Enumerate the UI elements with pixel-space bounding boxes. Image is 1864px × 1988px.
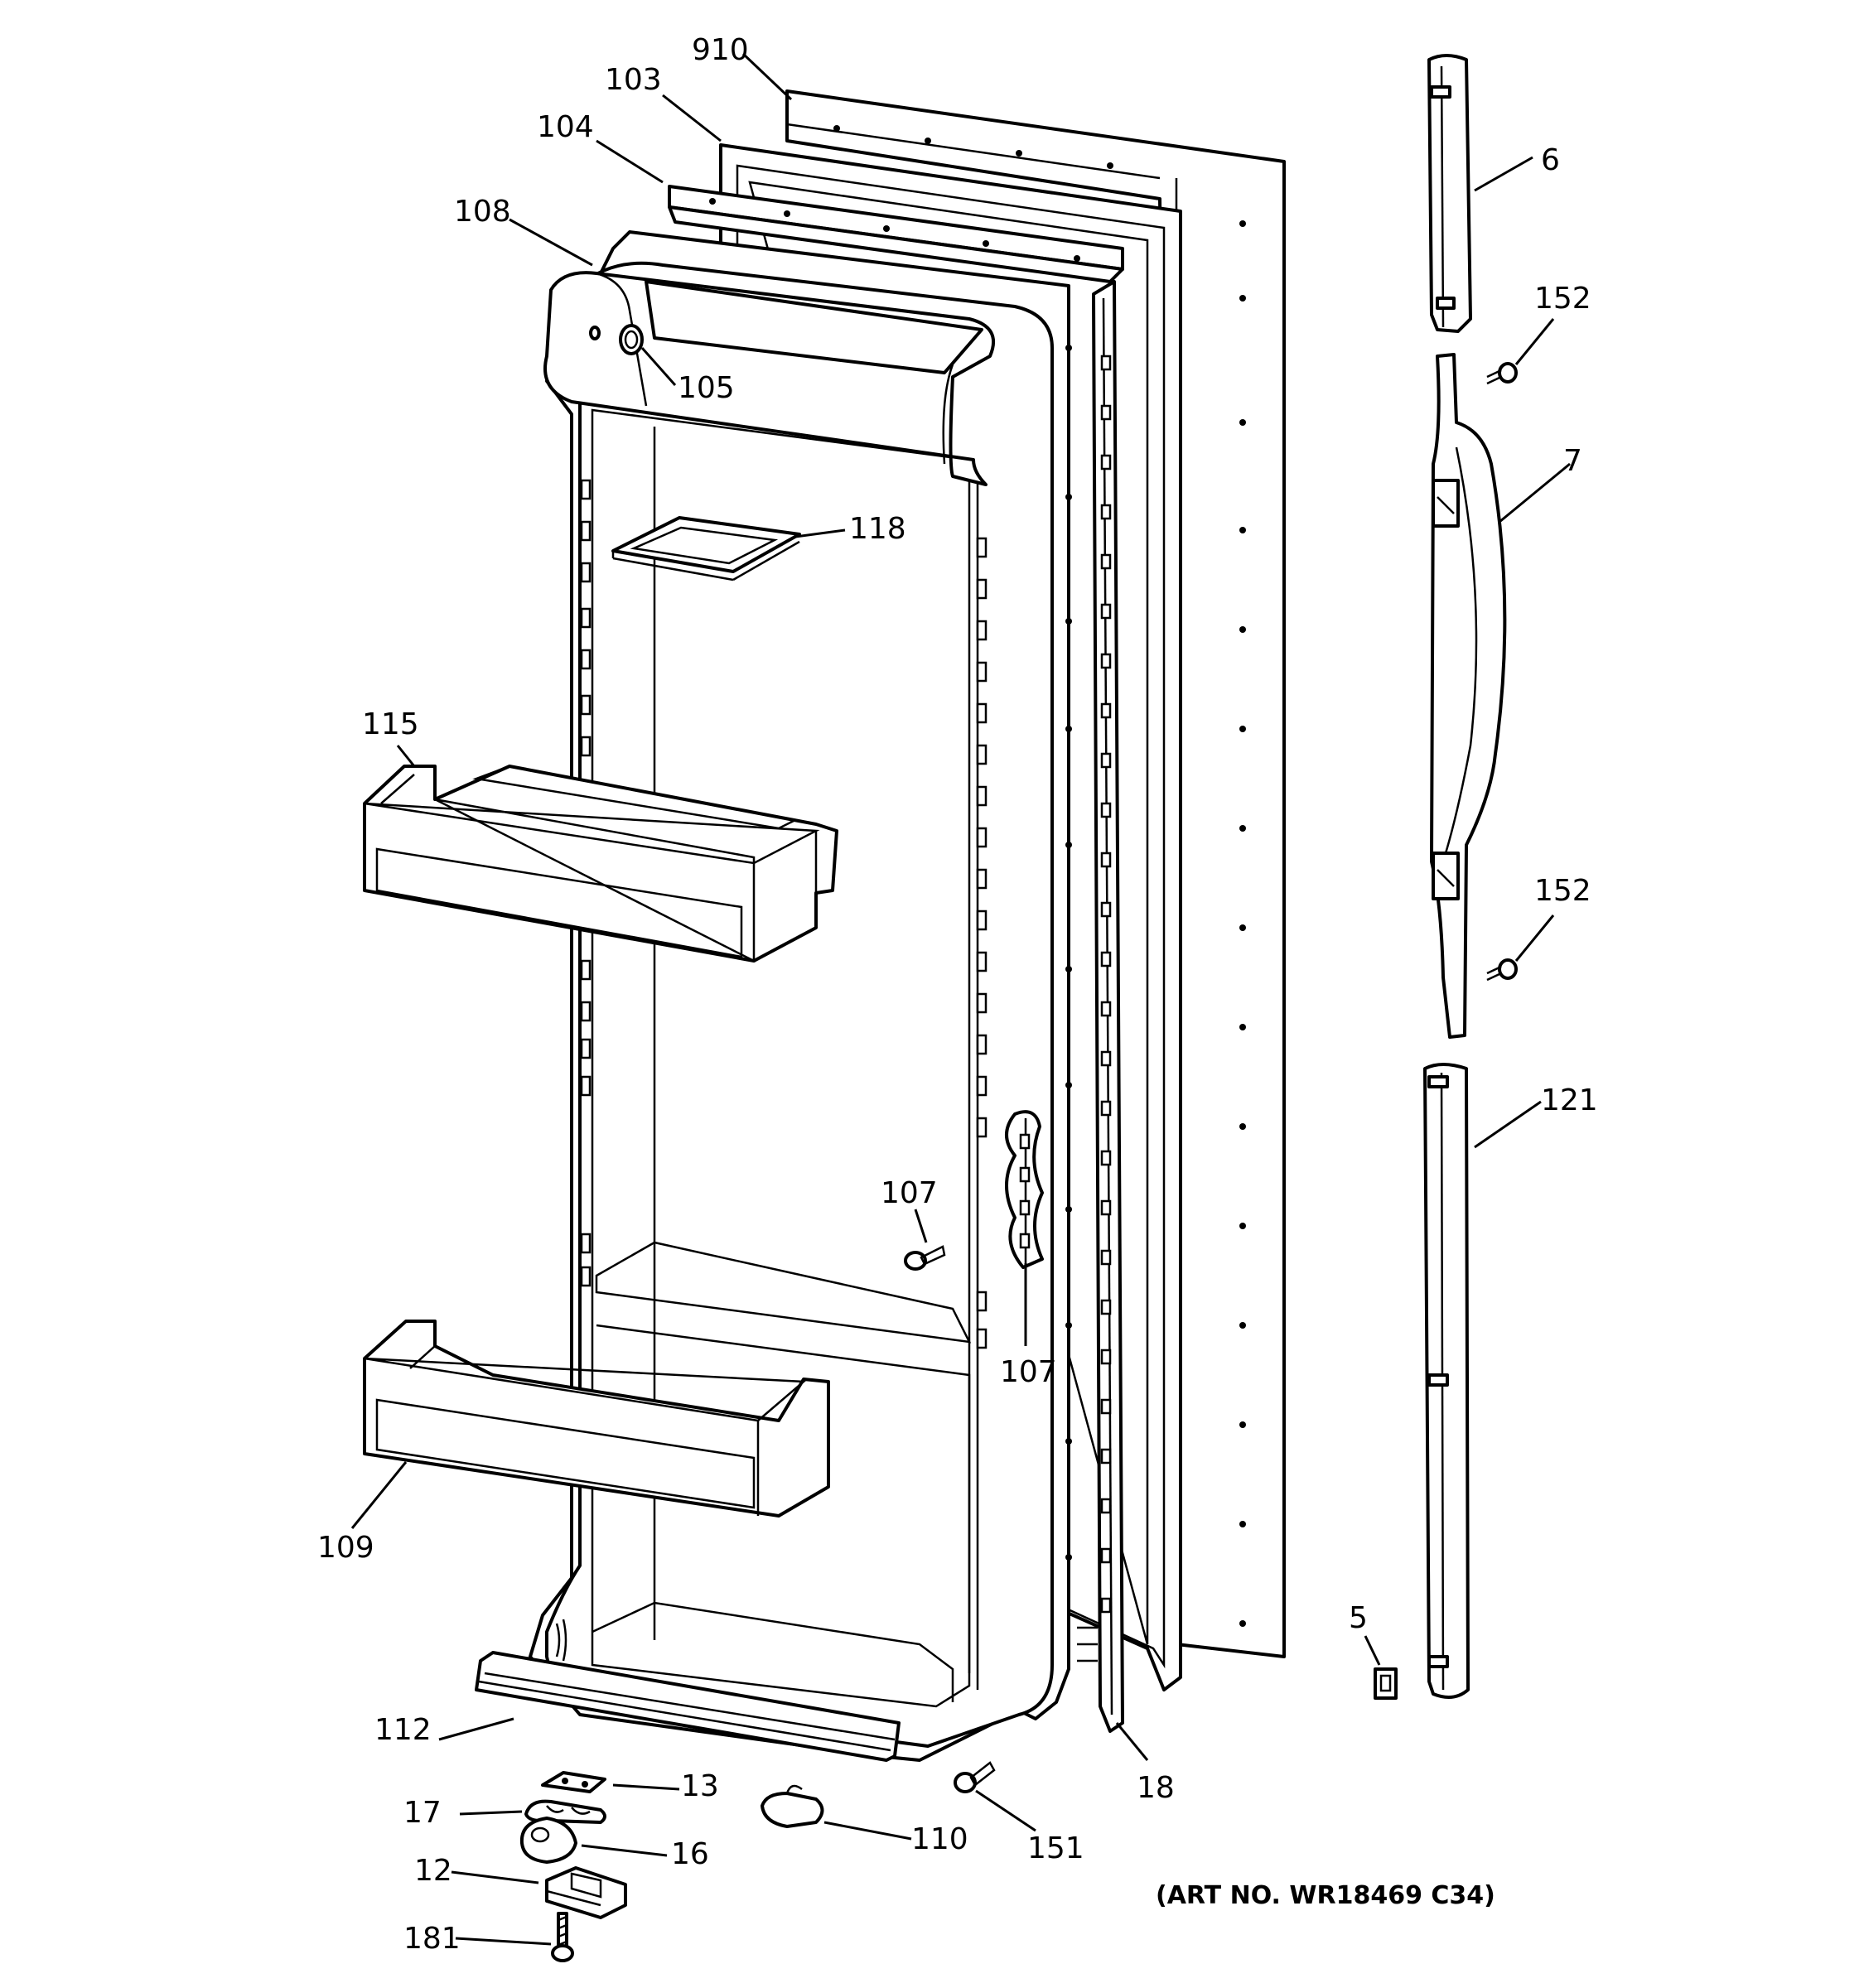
callout-17: 17 (403, 1796, 442, 1830)
screw-107 (904, 1245, 946, 1271)
bottom-trim-112 (475, 1651, 901, 1762)
callout-110: 110 (911, 1822, 968, 1856)
callout-109: 109 (317, 1531, 374, 1565)
lower-door-bin (363, 1320, 830, 1518)
callout-151: 151 (1027, 1831, 1084, 1865)
hinge-bracket-12 (545, 1866, 627, 1919)
screw-151 (954, 1761, 996, 1793)
hinge-strip-18 (1077, 280, 1124, 1733)
art-number: (ART NO. WR18469 C34) (1156, 1881, 1495, 1910)
callout-121: 121 (1541, 1083, 1598, 1117)
small-clip-5 (1374, 1667, 1398, 1700)
door-stop-110 (761, 1784, 824, 1828)
hinge-bushing-16 (519, 1817, 577, 1864)
callout-18: 18 (1137, 1771, 1175, 1805)
callout-labels: 910 103 104 108 105 118 115 107 107 109 … (317, 33, 1598, 1956)
callout-118: 118 (849, 512, 906, 546)
callout-112: 112 (374, 1713, 432, 1747)
callout-108: 108 (454, 195, 511, 229)
callout-16: 16 (671, 1837, 709, 1871)
liner-plug (589, 324, 644, 355)
callout-5: 5 (1349, 1601, 1368, 1635)
door-liner (529, 230, 1072, 1762)
handle-screw-152-top (1486, 362, 1518, 385)
dairy-cover (611, 516, 801, 581)
callout-7: 7 (1563, 444, 1582, 478)
callout-103: 103 (605, 63, 662, 97)
outer-panel-holes (833, 125, 1246, 1627)
callout-12: 12 (414, 1854, 452, 1888)
hinge-screw-181 (551, 1912, 574, 1962)
callout-107-bracket: 107 (1000, 1355, 1057, 1389)
callout-910: 910 (692, 33, 749, 67)
callout-13: 13 (681, 1769, 719, 1803)
handle-bottom-cap (1423, 1063, 1470, 1699)
callout-181: 181 (403, 1922, 461, 1956)
callout-152-bottom: 152 (1534, 874, 1591, 908)
callout-152-top: 152 (1534, 282, 1591, 316)
hinge-strip-holes (1100, 355, 1112, 1614)
callout-115: 115 (362, 707, 419, 741)
leader-lines (350, 52, 1571, 1946)
callout-105: 105 (678, 371, 735, 405)
hinge-bracket-107 (1005, 1110, 1044, 1269)
handle-screw-152-bottom (1486, 958, 1518, 982)
door-handle (1430, 353, 1507, 1039)
callout-107-screw: 107 (881, 1176, 938, 1210)
hinge-shim-13 (541, 1771, 606, 1793)
callout-104: 104 (537, 110, 594, 144)
upper-door-bin (363, 765, 838, 963)
handle-top-cap (1427, 54, 1472, 333)
top-cap-strip (668, 185, 1124, 283)
callout-6: 6 (1541, 143, 1560, 177)
